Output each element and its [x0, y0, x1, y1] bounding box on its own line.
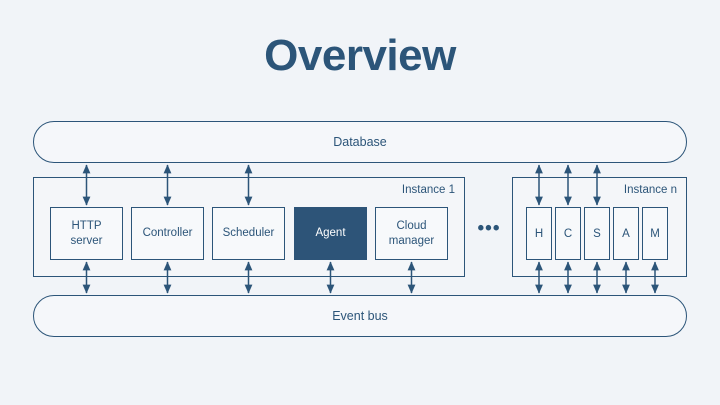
component-controller-label: Controller: [142, 227, 193, 240]
component-cloud-manager-line2: manager: [388, 234, 435, 247]
component-n-m[interactable]: M: [642, 207, 668, 260]
component-n-m-label: M: [650, 227, 660, 240]
component-cloud-manager-line1: Cloud: [396, 220, 427, 233]
ellipsis-icon: •••: [477, 218, 501, 239]
instance-1-label: Instance 1: [401, 184, 455, 196]
component-n-c-label: C: [563, 227, 573, 240]
component-controller[interactable]: Controller: [131, 207, 204, 260]
database-label: Database: [333, 135, 387, 149]
page-title: Overview: [264, 31, 456, 80]
component-http-server-line1: HTTP: [71, 220, 102, 233]
component-n-h-label: H: [534, 227, 544, 240]
component-scheduler[interactable]: Scheduler: [212, 207, 285, 260]
component-n-a[interactable]: A: [613, 207, 639, 260]
component-agent-label: Agent: [315, 227, 346, 240]
component-n-s-label: S: [593, 227, 601, 240]
component-n-s[interactable]: S: [584, 207, 610, 260]
component-agent[interactable]: Agent: [294, 207, 367, 260]
event-bus-bar[interactable]: Event bus: [33, 295, 687, 337]
component-n-h[interactable]: H: [526, 207, 552, 260]
component-n-c[interactable]: C: [555, 207, 581, 260]
component-n-a-label: A: [622, 227, 630, 240]
database-bar[interactable]: Database: [33, 121, 687, 163]
instance-n-label: Instance n: [623, 184, 677, 196]
component-scheduler-label: Scheduler: [222, 227, 275, 240]
component-http-server-line2: server: [70, 234, 103, 247]
event-bus-label: Event bus: [332, 309, 388, 323]
